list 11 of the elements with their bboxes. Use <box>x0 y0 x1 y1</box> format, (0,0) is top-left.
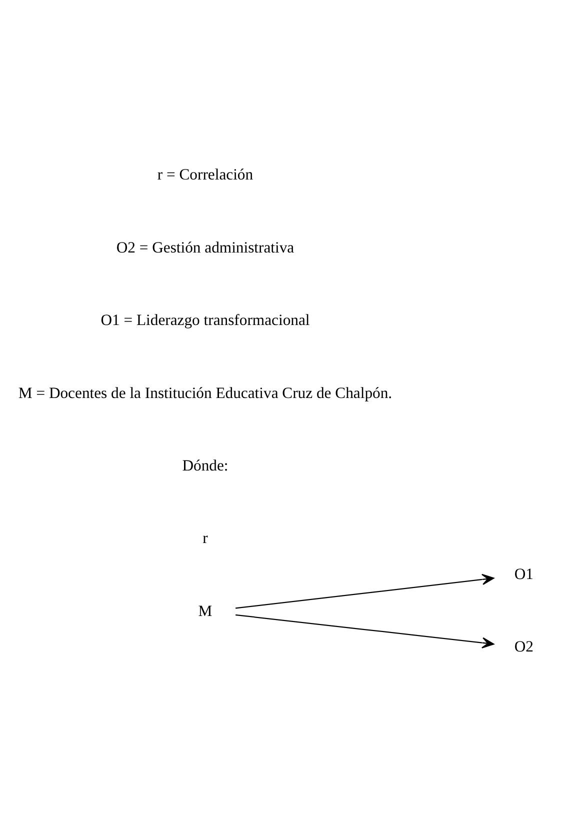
label: Dónde: <box>182 456 228 474</box>
label: r = Correlación <box>157 166 254 184</box>
arrow <box>236 614 494 648</box>
node-text: M <box>198 602 212 620</box>
label: O1 = Liderazgo transformacional <box>100 312 310 329</box>
node-text: O1 <box>514 565 534 582</box>
label: r <box>202 530 208 547</box>
label: M = Docentes de la Institución Educativa Cruz de Chalpón. <box>18 384 392 402</box>
node-text: O2 <box>514 638 534 656</box>
label: O2 = Gestión administrativa <box>116 238 294 256</box>
arrow <box>236 573 494 608</box>
